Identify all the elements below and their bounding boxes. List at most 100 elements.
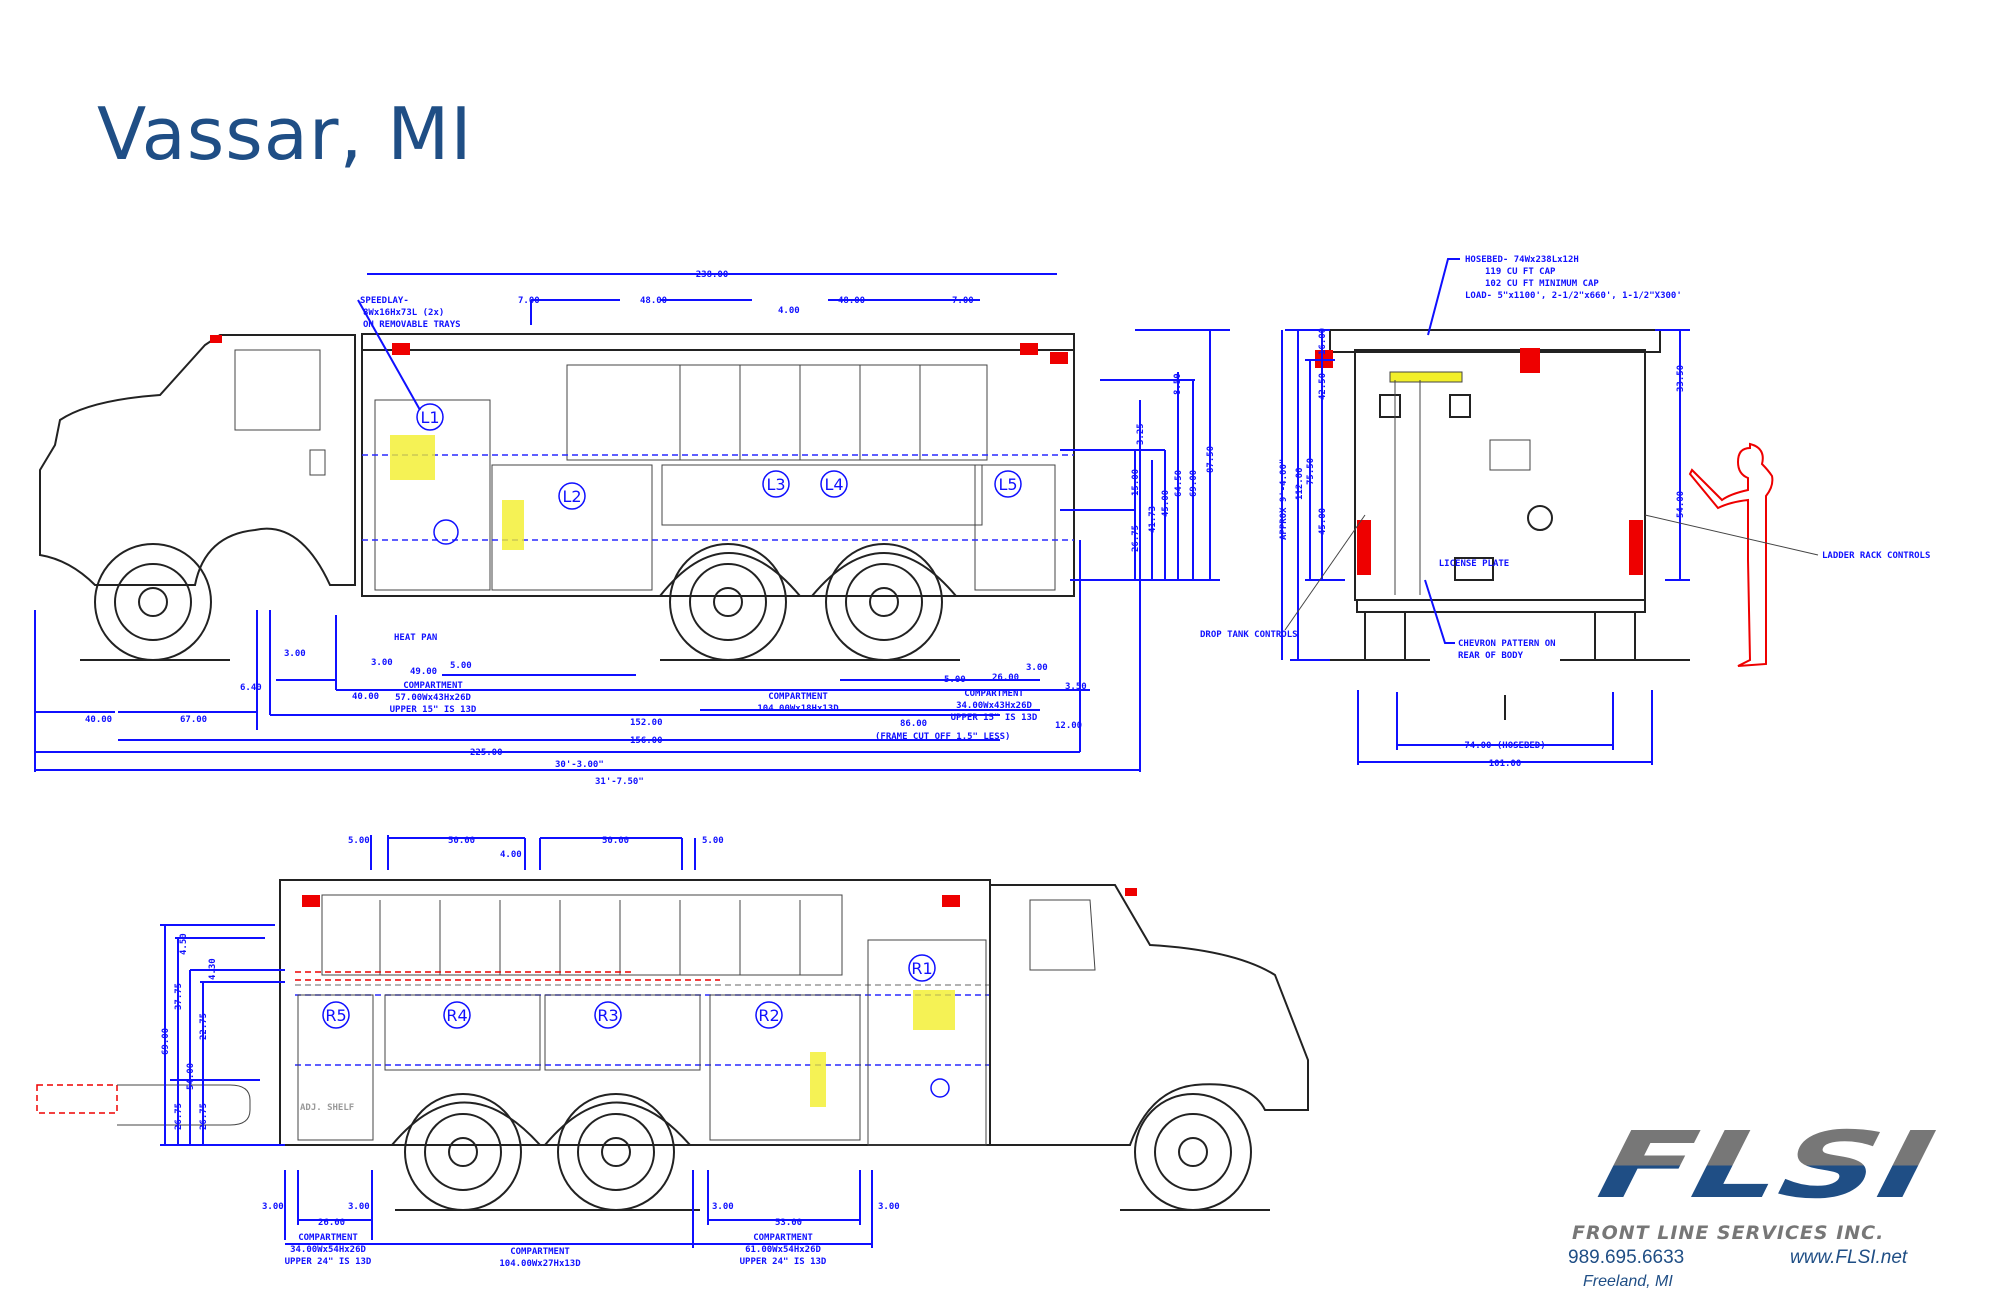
hosebed-note: HOSEBED- 74Wx238Lx12H	[1465, 255, 1579, 265]
dim-label: 49.00	[410, 667, 437, 677]
compartment-label-l4: L4	[824, 475, 843, 494]
dim-label: 45.00	[1161, 490, 1171, 517]
hosebed-note: 119 CU FT CAP	[1485, 267, 1556, 277]
dim-label: 54.00	[1676, 491, 1686, 518]
wheel	[94, 543, 212, 661]
dim-label: 7.00	[952, 296, 974, 306]
dim-label: 26.00	[992, 673, 1019, 683]
flsi-logo: FLSI	[1590, 1125, 1943, 1217]
dim-label: 16.00	[1318, 328, 1328, 355]
dim-label: 45.00	[1318, 508, 1328, 535]
dim-label: 5.00	[944, 675, 966, 685]
logo-wordmark: FLSI	[1590, 1125, 1943, 1217]
phone-number: 989.695.6633	[1568, 1247, 1685, 1268]
dim-label: 3.00	[284, 649, 306, 659]
compartment-dim: 61.00Wx54Hx26D	[745, 1245, 821, 1255]
hosebed-note: 102 CU FT MINIMUM CAP	[1485, 279, 1599, 289]
compartment-dim: 104.00Wx27Hx13D	[499, 1259, 581, 1269]
dim-label: 42.50	[1318, 373, 1328, 400]
compartment-label-l1: L1	[420, 408, 439, 427]
dim-label: 6.40	[240, 683, 262, 693]
dim-label: 8.50	[1173, 373, 1183, 395]
dim-label: 87.50	[1206, 446, 1216, 473]
compartment-dim: COMPARTMENT	[768, 692, 828, 702]
compartment-label-l3: L3	[766, 475, 785, 494]
dim-label: 53.00	[775, 1218, 802, 1228]
dim-label: 33.50	[1676, 365, 1686, 392]
officer-side-view: R1 R2 R3 R4 R5 ADJ. SHELF 5.00 50.00 4.0…	[36, 835, 1309, 1269]
dim-label: 4.50	[179, 933, 189, 955]
compartment-label-r5: R5	[325, 1006, 346, 1025]
dim-label: 12.00	[1055, 721, 1082, 731]
compartment-label-r2: R2	[758, 1006, 779, 1025]
heat-pan-label: HEAT PAN	[394, 633, 437, 643]
dim-label: 4.00	[500, 850, 522, 860]
body-outline	[361, 333, 1075, 597]
compartment-label-r1: R1	[911, 959, 932, 978]
speedlay-note: SPEEDLAY-	[360, 296, 409, 306]
dim-label: 15.00	[1131, 469, 1141, 496]
dim-label: 101.00	[1489, 759, 1522, 769]
dim-label: 3.00	[262, 1202, 284, 1212]
dim-label: 50.00	[602, 836, 629, 846]
dim-label: 4.00	[778, 306, 800, 316]
dim-label: 64.50	[1174, 470, 1184, 497]
website-link[interactable]: www.FLSI.net	[1790, 1247, 1908, 1268]
dim-label: 4.30	[208, 958, 218, 980]
dim-label: 26.75	[199, 1103, 209, 1130]
compartment-dim: UPPER 15" IS 13D	[951, 713, 1038, 723]
cab-outline	[39, 334, 356, 586]
dim-label: 74.00 (HOSEBED)	[1464, 741, 1545, 751]
dim-label: 40.00	[85, 715, 112, 725]
wheel	[669, 543, 787, 661]
wheel	[404, 1093, 522, 1211]
adj-shelf-label: ADJ. SHELF	[300, 1103, 354, 1113]
page-title: Vassar, MI	[97, 92, 473, 176]
dim-overall-body-length: 238.00	[696, 270, 729, 280]
rear-view: LICENSE PLATE APPROX 9'-4.00" 112.00 16.…	[1200, 255, 1930, 769]
dim-label: 3.00	[1026, 663, 1048, 673]
dim-label: 225.00	[470, 748, 503, 758]
wheel	[557, 1093, 675, 1211]
compartment-dim: COMPARTMENT	[753, 1233, 813, 1243]
company-name: FRONT LINE SERVICES INC.	[1572, 1222, 1885, 1244]
wheel	[825, 543, 943, 661]
compartment-dim: 57.00Wx43Hx26D	[395, 693, 471, 703]
compartment-dim: COMPARTMENT	[964, 689, 1024, 699]
dim-label: 3.00	[371, 658, 393, 668]
compartment-dim: 34.00Wx54Hx26D	[290, 1245, 366, 1255]
dim-label: 67.00	[180, 715, 207, 725]
dim-label: 86.00	[900, 719, 927, 729]
compartment-label-l2: L2	[562, 487, 581, 506]
compartment-label-r3: R3	[597, 1006, 618, 1025]
dim-label: 37.75	[174, 983, 184, 1010]
chevron-note: REAR OF BODY	[1458, 651, 1524, 661]
dim-label: 26.75	[1131, 525, 1141, 552]
dim-label: 48.00	[640, 296, 667, 306]
frame-note: (FRAME CUT OFF 1.5" LESS)	[875, 732, 1010, 742]
dim-label: 3.00	[878, 1202, 900, 1212]
dim-label: 48.00	[838, 296, 865, 306]
dim-label: 69.00	[1189, 470, 1199, 497]
dim-label: 5.00	[450, 661, 472, 671]
dim-label: 3.00	[712, 1202, 734, 1212]
dim-label: 22.75	[199, 1013, 209, 1040]
dim-label: 3.50	[1065, 682, 1087, 692]
dim-label: 156.00	[630, 736, 663, 746]
dim-label: 75.50	[1306, 458, 1316, 485]
person-silhouette	[1688, 442, 1774, 667]
dim-label: 50.00	[448, 836, 475, 846]
compartment-label-r4: R4	[446, 1006, 467, 1025]
dim-overall-length: 31'-7.50"	[595, 777, 644, 787]
dim-label: 7.00	[518, 296, 540, 306]
dim-label: 3.00	[348, 1202, 370, 1212]
dim-overall-length: 30'-3.00"	[555, 760, 604, 770]
company-location: Freeland, MI	[1583, 1273, 1673, 1290]
speedlay-note: ON REMOVABLE TRAYS	[363, 320, 461, 330]
compartment-label-l5: L5	[998, 475, 1017, 494]
cab-outline	[989, 884, 1309, 1146]
compartment-dim: UPPER 24" IS 13D	[285, 1257, 372, 1267]
dim-label: 152.00	[630, 718, 663, 728]
drop-tank-controls-label: DROP TANK CONTROLS	[1200, 630, 1298, 640]
dim-label: 5.00	[702, 836, 724, 846]
